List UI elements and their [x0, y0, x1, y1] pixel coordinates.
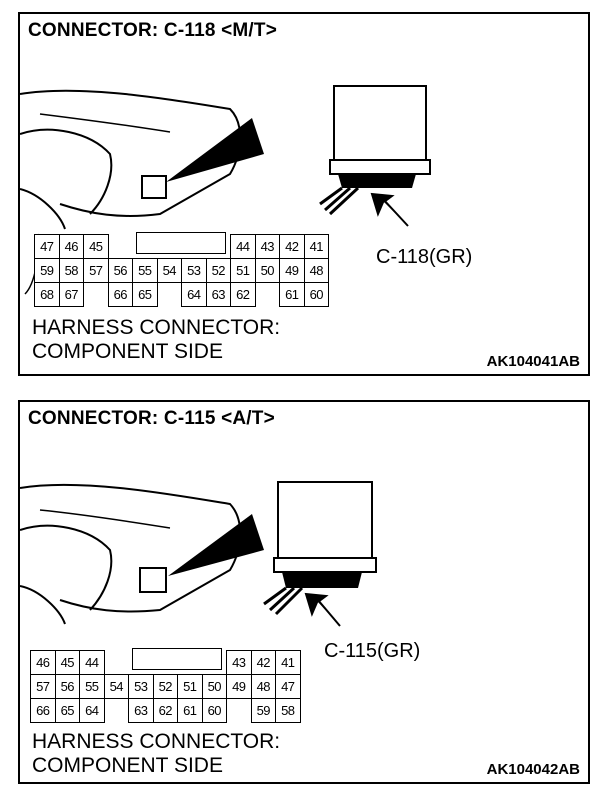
connector-pin: 63: [205, 282, 231, 307]
figure-code: AK104041AB: [486, 353, 580, 370]
connector-pin: 49: [226, 674, 252, 699]
dashboard-illustration: [20, 481, 377, 627]
connector-pin: 44: [79, 650, 105, 675]
connector-pin: 58: [275, 698, 301, 723]
connector-pin: 59: [34, 258, 60, 283]
connector-pin: 51: [177, 674, 203, 699]
connector-pin: 55: [132, 258, 158, 283]
harness-line-2: COMPONENT SIDE: [32, 754, 223, 777]
connector-pin: 42: [279, 234, 305, 259]
connector-pin: 56: [107, 258, 133, 283]
connector-pin: 62: [152, 698, 178, 723]
connector-pin: 43: [254, 234, 280, 259]
connector-pin: 49: [279, 258, 305, 283]
connector-pin: 47: [275, 674, 301, 699]
connector-pin: 48: [303, 258, 329, 283]
connector-pin: 62: [230, 282, 256, 307]
dash-connector-icon: [141, 175, 167, 199]
dash-connector-icon: [139, 567, 167, 593]
connector-label: C-115(GR): [324, 640, 421, 662]
connector-pin: 41: [303, 234, 329, 259]
connector-pin: 61: [279, 282, 305, 307]
connector-pin: 46: [58, 234, 84, 259]
connector-pin: 59: [250, 698, 276, 723]
ecu-module-icon: [319, 85, 431, 216]
connector-pin: 66: [30, 698, 56, 723]
connector-pin: 54: [156, 258, 182, 283]
dashboard-illustration: [20, 85, 431, 295]
ecu-module-icon: [263, 481, 377, 616]
connector-pin: 65: [54, 698, 80, 723]
connector-key: [136, 232, 226, 254]
connector-pin: 44: [230, 234, 256, 259]
harness-line-1: HARNESS CONNECTOR:: [32, 316, 281, 339]
connector-pin: 57: [30, 674, 56, 699]
connector-key: [132, 648, 222, 670]
connector-pin: 53: [181, 258, 207, 283]
connector-pin: 52: [205, 258, 231, 283]
connector-label: C-118(GR): [376, 246, 473, 268]
connector-pin: 42: [250, 650, 276, 675]
connector-pin: 66: [107, 282, 133, 307]
connector-pin: 50: [254, 258, 280, 283]
connector-pin: 56: [54, 674, 80, 699]
connector-pin: 52: [152, 674, 178, 699]
arrow-icon: [304, 592, 341, 627]
figure-code: AK104042AB: [486, 761, 580, 778]
connector-pin: 60: [201, 698, 227, 723]
connector-pin: 64: [79, 698, 105, 723]
connector-pin: 50: [201, 674, 227, 699]
connector-pin: 45: [83, 234, 109, 259]
connector-pin: 64: [181, 282, 207, 307]
connector-pin: 41: [275, 650, 301, 675]
connector-pin: 54: [103, 674, 129, 699]
connector-pin: 57: [83, 258, 109, 283]
connector-pin: 46: [30, 650, 56, 675]
connector-pin: 47: [34, 234, 60, 259]
harness-line-1: HARNESS CONNECTOR:: [32, 730, 281, 753]
panel-title: CONNECTOR: C-115 <A/T>: [28, 408, 275, 429]
connector-pin: 55: [79, 674, 105, 699]
connector-pin: 61: [177, 698, 203, 723]
connector-pin: 58: [58, 258, 84, 283]
connector-pin: 60: [303, 282, 329, 307]
connector-pin: 67: [58, 282, 84, 307]
connector-pin: 53: [128, 674, 154, 699]
connector-pin: 43: [226, 650, 252, 675]
panel-title: CONNECTOR: C-118 <M/T>: [28, 20, 277, 41]
connector-pin: 51: [230, 258, 256, 283]
connector-pin: 45: [54, 650, 80, 675]
connector-pin: 65: [132, 282, 158, 307]
arrow-icon: [370, 192, 409, 227]
connector-pin: 63: [128, 698, 154, 723]
connector-pin: 68: [34, 282, 60, 307]
harness-line-2: COMPONENT SIDE: [32, 340, 223, 363]
connector-pin: 48: [250, 674, 276, 699]
